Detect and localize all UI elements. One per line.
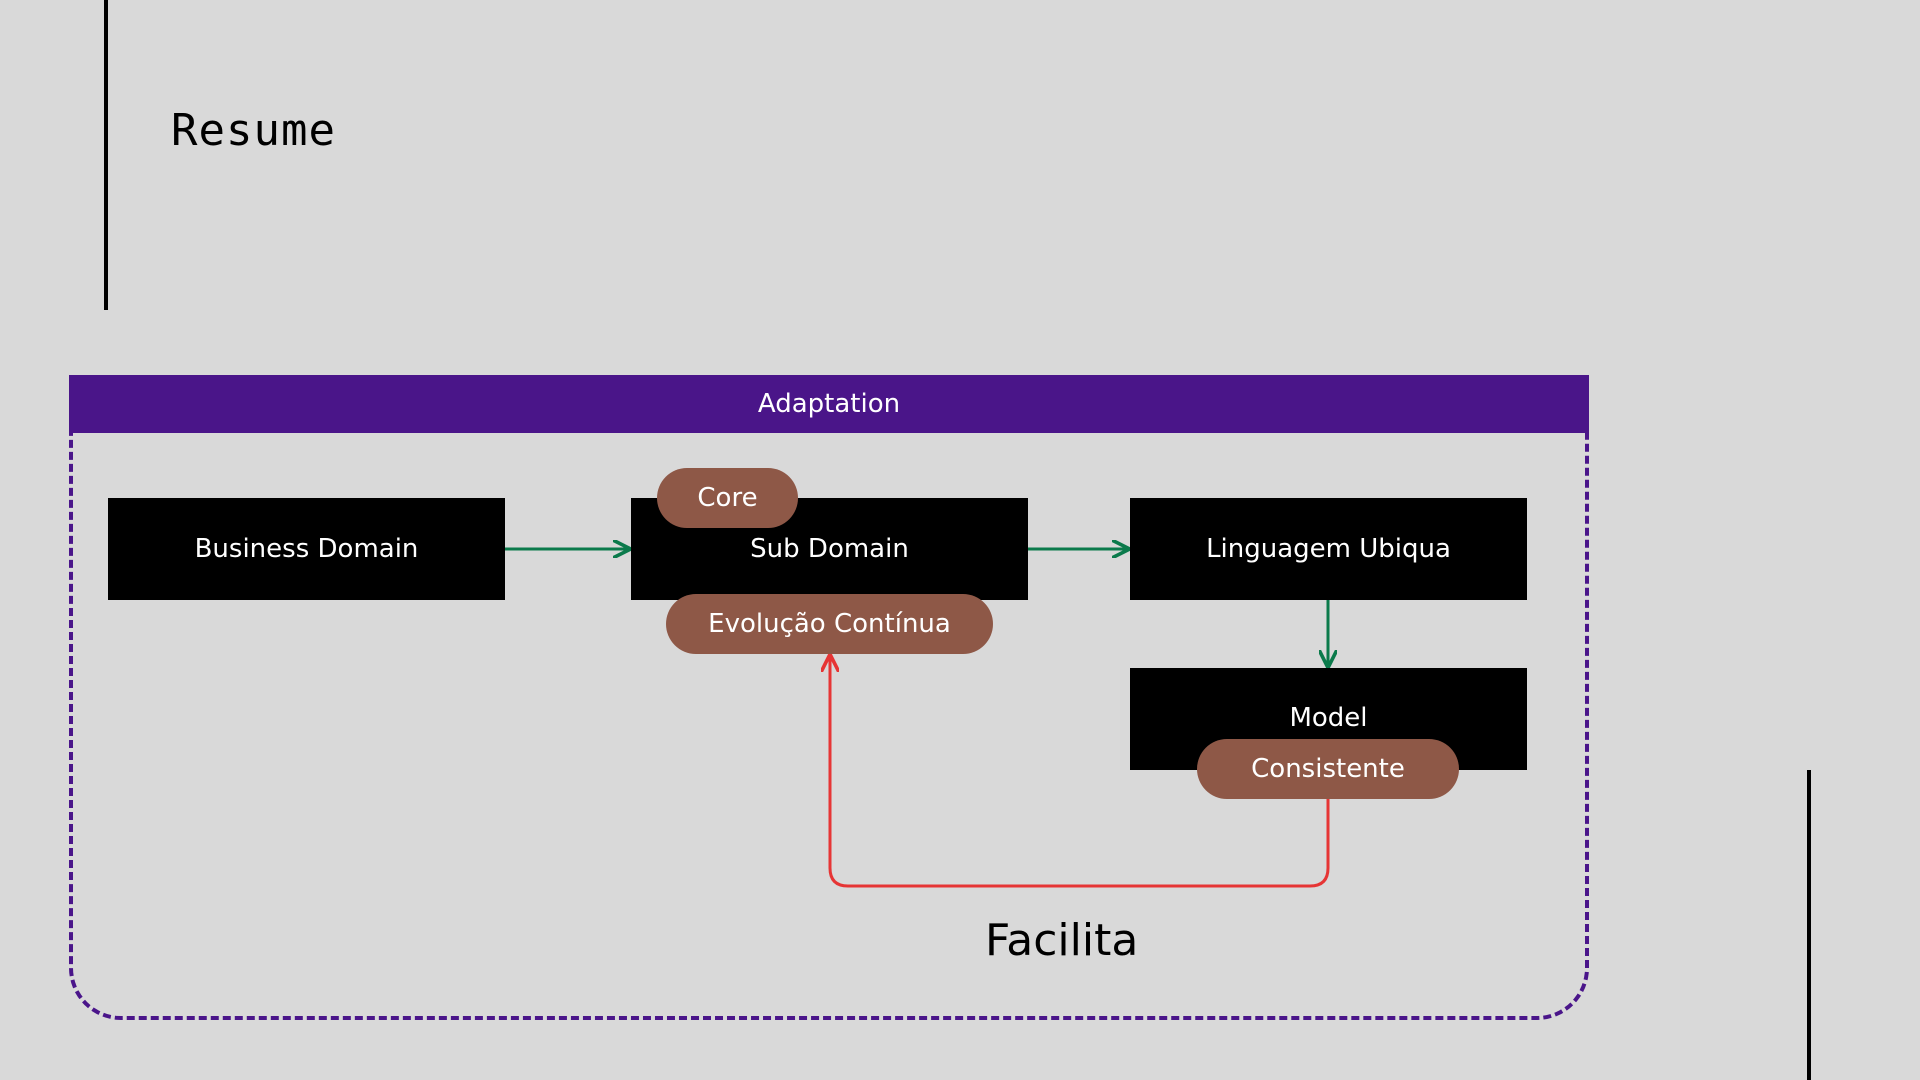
adaptation-container-border xyxy=(69,375,1589,1020)
decorative-vertical-line-top xyxy=(104,0,108,310)
tag-evolucao-label: Evolução Contínua xyxy=(708,609,951,639)
slide-title: Resume xyxy=(171,105,336,156)
decorative-vertical-line-bottom xyxy=(1807,770,1811,1080)
edge-label-facilita: Facilita xyxy=(985,915,1139,966)
tag-consistente: Consistente xyxy=(1197,739,1459,799)
tag-core-label: Core xyxy=(697,483,758,513)
node-business-domain: Business Domain xyxy=(108,498,505,600)
tag-consistente-label: Consistente xyxy=(1251,754,1405,784)
node-model-label: Model xyxy=(1289,703,1368,733)
adaptation-container-header: Adaptation xyxy=(69,375,1589,433)
node-business-domain-label: Business Domain xyxy=(194,534,419,564)
node-sub-domain-label: Sub Domain xyxy=(750,534,909,564)
node-linguagem-ubiqua-label: Linguagem Ubiqua xyxy=(1206,534,1451,564)
tag-evolucao-continua: Evolução Contínua xyxy=(666,594,993,654)
node-linguagem-ubiqua: Linguagem Ubiqua xyxy=(1130,498,1527,600)
tag-core: Core xyxy=(657,468,798,528)
